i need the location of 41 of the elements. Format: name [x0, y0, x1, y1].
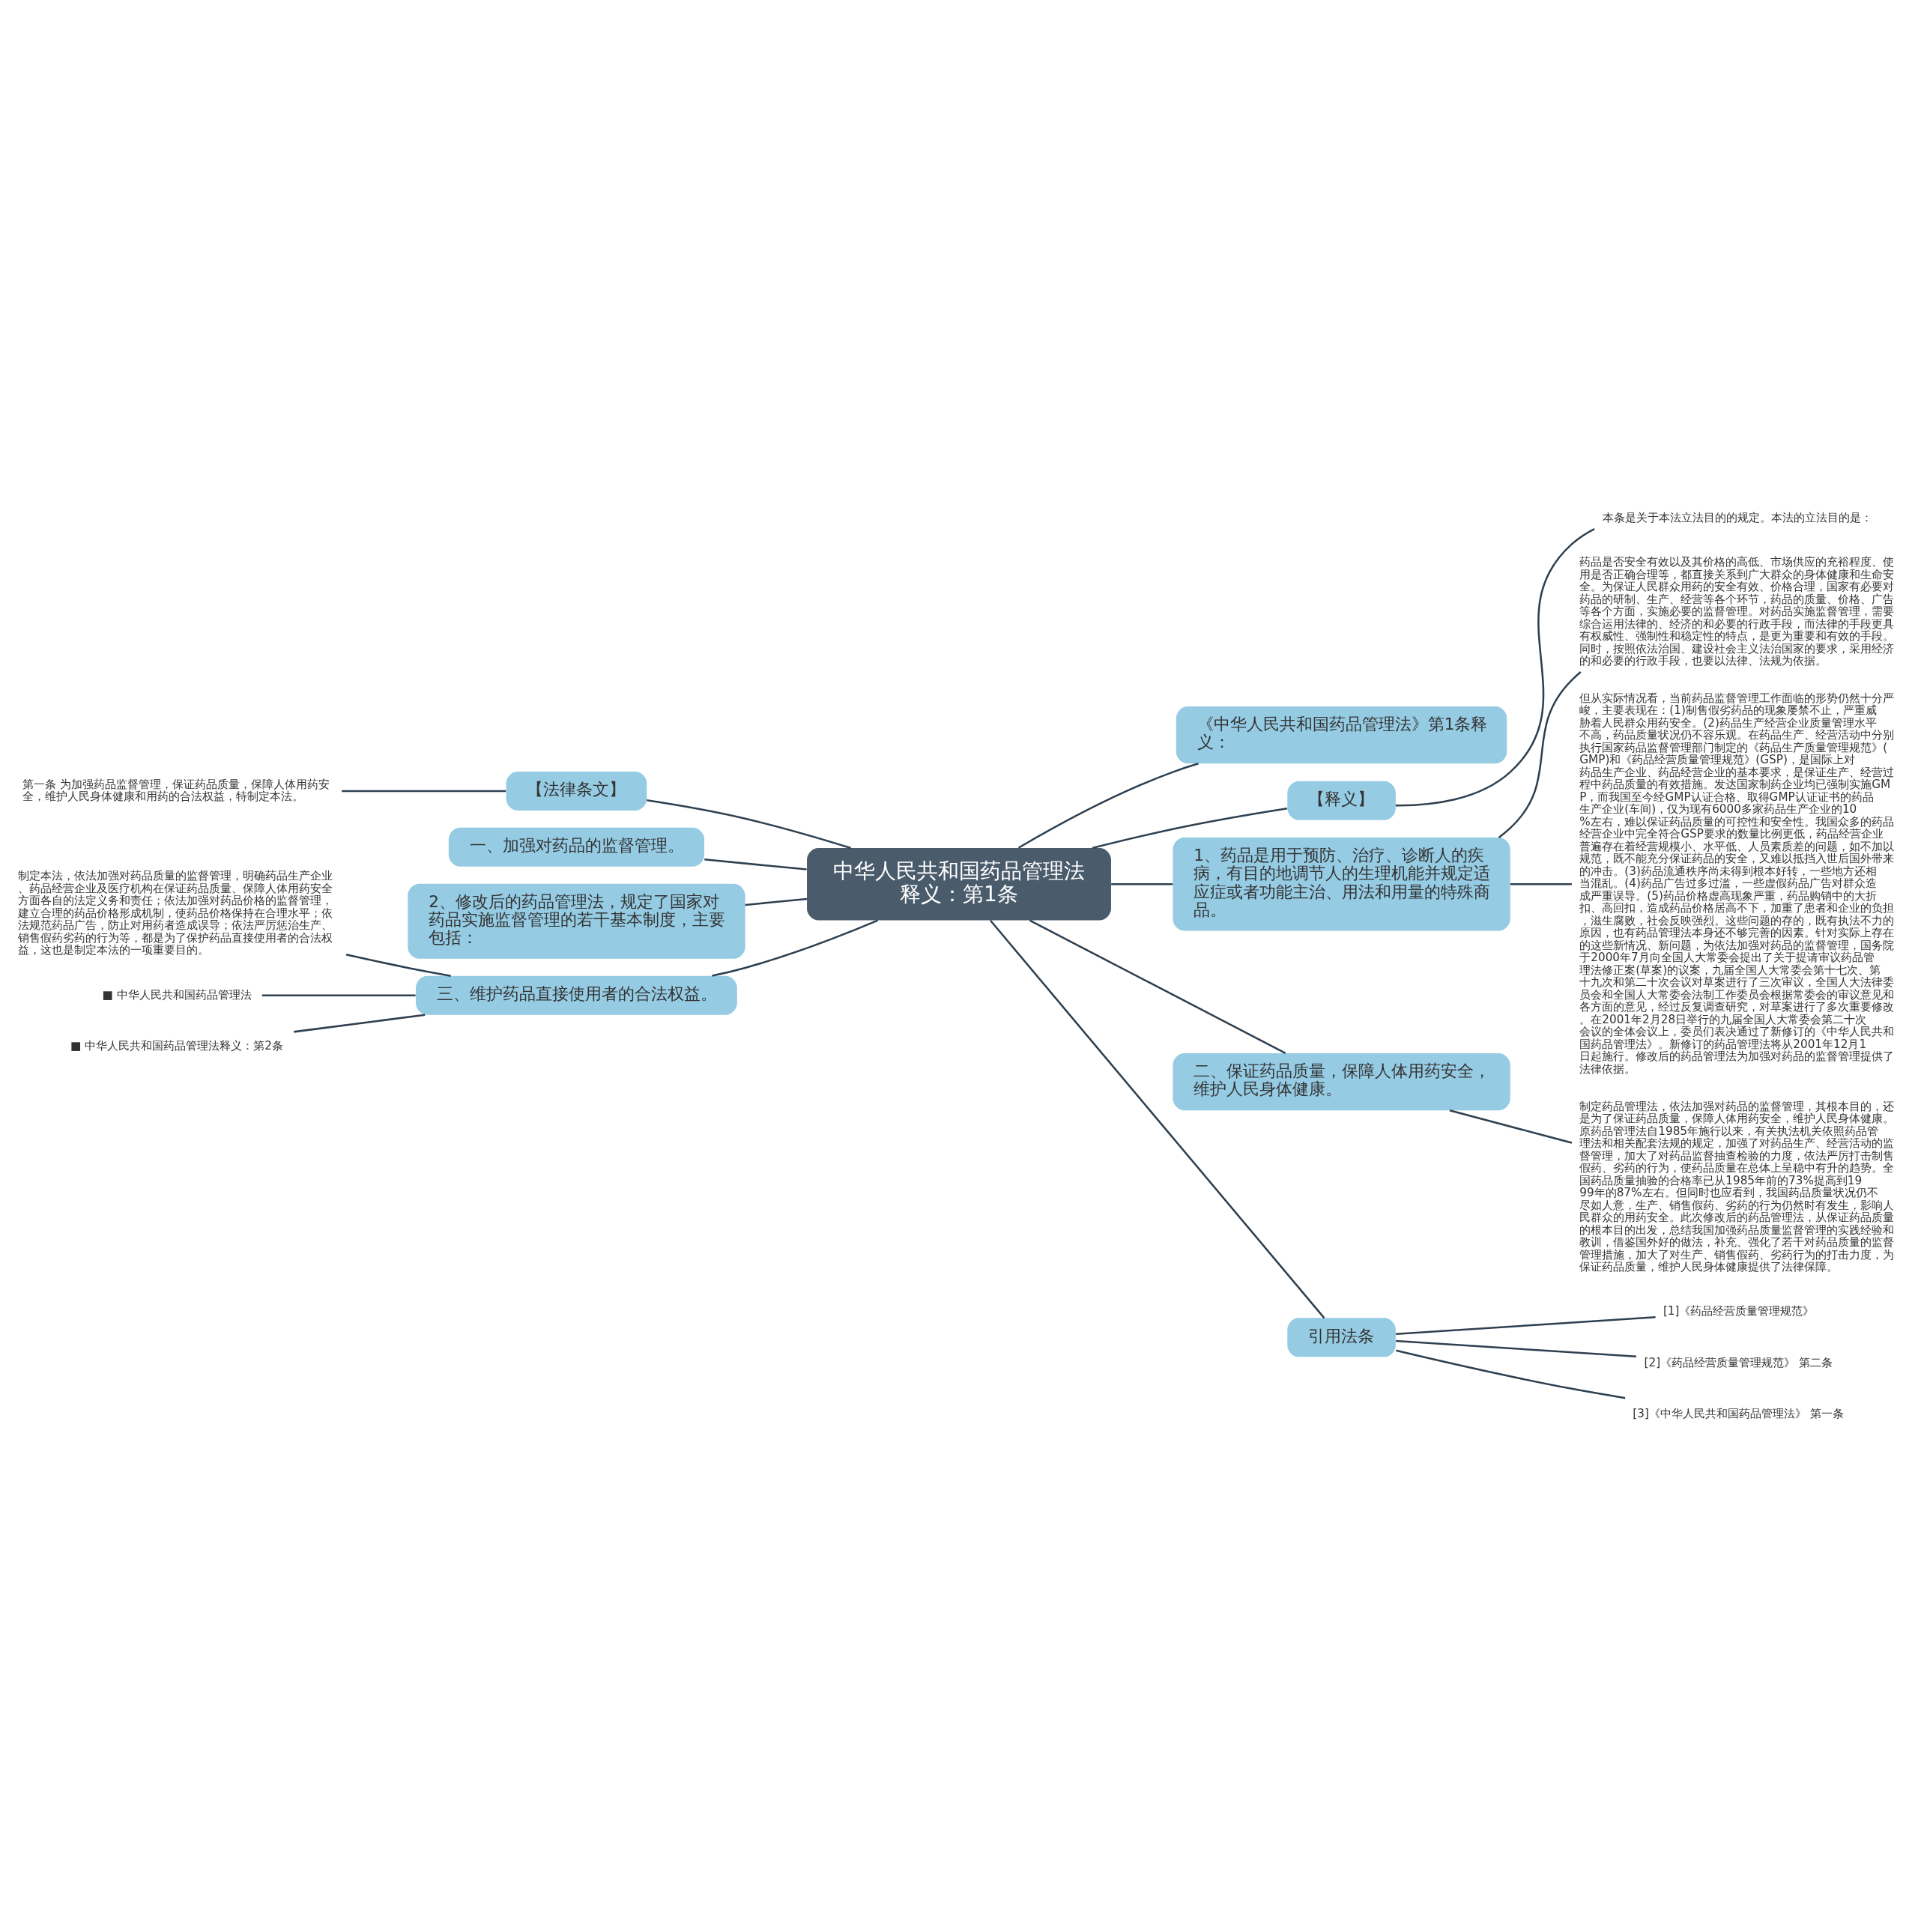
- node-box: 1、药品是用于预防、治疗、诊断人的疾病，有目的地调节人的生理机能并规定适应症或者功能主治、用法和用量的特殊商品。: [1173, 837, 1510, 930]
- node-text: 制定本法，依法加强对药品质量的监督管理，明确药品生产企业、药品经营企业及医疗机构在保证药品质量、保障人体用药安全方面各自的法定义务和责任；依法加强对药品价格的监督管理，建立合理的药品价格形成机制，使药品价格保持在合理水平；依法规范药品广告，防止对用药者造成误导；依法严厉惩治生产、销售假药劣药的行为等，都是为了保护药品直接使用者的合法权益，这也是制定本法的一项重要目的。: [18, 868, 333, 957]
- node-text: 第一条 为加强药品监督管理，保证药品质量，保障人体用药安全，维护人民身体健康和用药的合法权益，特制定本法。: [22, 777, 330, 803]
- node-text: ■ 中华人民共和国药品管理法: [102, 987, 252, 1002]
- connector: [1510, 882, 1572, 885]
- node-box: 【法律条文】: [506, 771, 647, 811]
- connector: [704, 858, 807, 870]
- node-text: 制定药品管理法，依法加强对药品的监督管理，其根本目的，还是为了保证药品质量，保障人体用药安全，维护人民身体健康。原药品管理法自1985年施行以来，有关执法机关依照药品管理法和相关配套法规的规定，加强了对药品生产、经营活动的监督管理，加大了对药品监督抽查检验的力度，依法严厉打击制售假药、劣药的行为，使药品质量在总体上呈稳中有升的趋势。全国药品质量抽验的合格率已从1985年前的73%提高到1999年的87%左右。但同时也应看到，我国药品质量状况仍不尽如人意，生产、销售假药、劣药的行为仍然时有发生，影响人民群众的用药安全。此次修改后的药品管理法，从保证药品质量的根本目的出发，总结我国加强药品质量监督管理的实践经验和教训，借鉴国外好的做法，补充、强化了若干对药品质量的监督管理措施，加大了对生产、销售假药、劣药行为的打击力度，为保证药品质量，维护人民身体健康提供了法律保障。: [1579, 1099, 1895, 1274]
- connector: [1449, 1109, 1573, 1144]
- connector: [1396, 1349, 1626, 1399]
- connector: [1396, 1315, 1656, 1335]
- node-text: ■ 中华人民共和国药品管理法释义：第2条: [70, 1038, 283, 1053]
- connector: [1498, 670, 1582, 838]
- connector: [1029, 919, 1286, 1054]
- node-box: 《中华人民共和国药品管理法》第1条释义：: [1176, 706, 1507, 763]
- connector: [261, 993, 416, 996]
- node-text: [1]《药品经营质量管理规范》: [1663, 1303, 1815, 1318]
- node-text: 药品是否安全有效以及其价格的高低、市场供应的充裕程度、使用是否正确合理等，都直接关系到广大群众的身体健康和生命安全。为保证人民群众用药的安全有效、价格合理，国家有必要对药品的研制、生产、经营等各个环节，药品的质量、价格、广告等各个方面，实施必要的监督管理。对药品实施监督管理，需要综合运用法律的、经济的和必要的行政手段，而法律的手段更具有权威性、强制性和稳定性的特点，是更为重要和有效的手段。同时，按照依法治国、建设社会主义法治国家的要求，采用经济的和必要的行政手段，也要以法律、法规为依据。: [1579, 554, 1895, 667]
- node-box: 三、维护药品直接使用者的合法权益。: [416, 975, 737, 1015]
- node-box: 引用法条: [1287, 1317, 1396, 1357]
- connector: [1396, 1339, 1637, 1357]
- connector: [1092, 807, 1288, 849]
- node-text: [3]《中华人民共和国药品管理法》 第一条: [1633, 1406, 1844, 1420]
- connector: [345, 953, 451, 977]
- node-box: 二、保证药品质量，保障人体用药安全，维护人民身体健康。: [1173, 1053, 1510, 1110]
- node-text: 本条是关于本法立法目的的规定。本法的立法目的是：: [1602, 510, 1872, 524]
- node-box: 中华人民共和国药品管理法释义：第1条: [807, 847, 1111, 920]
- connector: [712, 918, 879, 977]
- node-box: 2、修改后的药品管理法，规定了国家对药品实施监督管理的若干基本制度，主要包括：: [408, 883, 745, 959]
- connector: [342, 790, 506, 792]
- connector: [294, 1013, 426, 1033]
- node-box: 【释义】: [1287, 781, 1396, 820]
- node-text: 但从实际情况看，当前药品监督管理工作面临的形势仍然十分严峻，主要表现在：(1)制售假劣药品的现象屡禁不止，严重威胁着人民群众用药安全。(2)药品生产经营企业质量管理水平不高，药品质量状况仍不容乐观。在药品生产、经营活动中分别执行国家药品监督管理部门制定的《药品生产质量管理规范》(GMP)和《药品经营质量管理规范》(GSP)，是国际上对药品生产企业、药品经营企业的基本要求，是保证生产、经营过程中药品质量的有效措施。发达国家制药企业均已强制实施GMP，而我国至今经GMP认证合格、取得GMP认证证书的药品生产企业(车间)，仅为现有6000多家药品生产企业的10%左右，难以保证药品质量的可控性和安全性。我国众多的药品经营企业中完全符合GSP要求的数量比例更低，药品经营企业普遍存在着经营规模小、水平低、人员素质差的问题，如不加以规范，既不能充分保证药品的安全，又难以抵挡入世后国外带来的冲击。(3)药品流通秩序尚未得到根本好转，一些地方还相当混乱。(4)药品广告过多过滥，一些虚假药品广告对群众造成严重误导。(5)药品价格虚高现象严重，药品购销中的大折扣、高回扣，造成药品价格居高不下，加重了患者和企业的负担，滋生腐败，社会反映强烈。这些问题的存的，既有执法不力的原因，也有药品管理法本身还不够完善的因素。针对实际上存在的这些新情况、新问题，为依法加强对药品的监督管理，国务院于2000年7月向全国人大常委会提出了关于提请审议药品管理法修正案(草案)的议案，九届全国人大常委会第十七次、第十九次和第二十次会议对草案进行了三次审议，全国人大法律委员会和全国人大常委会法制工作委员会根据常委会的审议意见和各方面的意见，经过反复调查研究，对草案进行了多次重要修改。在2001年2月28日举行的九届全国人大常委会第二十次会议的全体会议上，委员们表决通过了新修订的《中华人民共和国药品管理法》。新修订的药品管理法将从2001年12月1日起施行。修改后的药品管理法为加强对药品的监督管理提供了法律依据。: [1579, 691, 1895, 1076]
- connector: [990, 919, 1325, 1318]
- connector: [745, 897, 808, 906]
- node-box: 一、加强对药品的监督管理。: [448, 827, 705, 867]
- connector: [1111, 882, 1173, 885]
- node-text: [2]《药品经营质量管理规范》 第二条: [1644, 1355, 1833, 1369]
- connector: [647, 799, 851, 849]
- connector: [1017, 762, 1199, 849]
- connector: [1395, 527, 1595, 806]
